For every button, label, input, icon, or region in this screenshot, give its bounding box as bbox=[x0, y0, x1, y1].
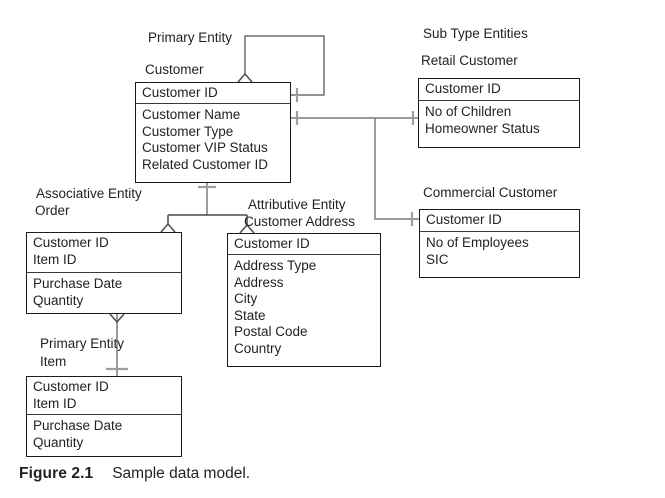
entity-attribute: No of Employees bbox=[426, 235, 529, 250]
entity-attribute: Country bbox=[234, 340, 282, 356]
label-primary-entity-item: Primary Entity bbox=[40, 336, 125, 351]
entity-attribute: City bbox=[234, 291, 258, 307]
entity-key-attribute: Customer ID bbox=[234, 236, 310, 251]
label-customer: Customer bbox=[145, 62, 204, 77]
entity-attribute: Quantity bbox=[33, 292, 84, 308]
label-item: Item bbox=[40, 354, 67, 369]
entity-attribute: Address bbox=[234, 274, 284, 290]
entity-attribute: SIC bbox=[426, 251, 449, 267]
entity-attribute: Related Customer ID bbox=[142, 156, 269, 172]
label-retail-customer: Retail Customer bbox=[421, 53, 518, 68]
subtype-chevron-icon bbox=[160, 222, 176, 233]
entity-attribute: Postal Code bbox=[234, 324, 308, 340]
entity-attribute: Customer Type bbox=[142, 123, 234, 139]
entity-key-attribute: Customer ID bbox=[33, 379, 109, 394]
entity-attribute: Purchase Date bbox=[33, 418, 123, 433]
down-chevron-icon bbox=[109, 313, 125, 324]
entity-key-attribute: Customer ID bbox=[33, 235, 109, 250]
entity-customer-address: Customer ID Address Type Address City St… bbox=[227, 233, 381, 367]
subtype-chevron-icon bbox=[237, 72, 253, 83]
entity-retail-customer: Customer ID No of Children Homeowner Sta… bbox=[418, 78, 580, 148]
label-customer-address: Customer Address bbox=[244, 214, 356, 229]
entity-key-attribute: Customer ID bbox=[426, 212, 502, 227]
entity-attribute: No of Children bbox=[425, 104, 512, 119]
entity-commercial-customer: Customer ID No of Employees SIC bbox=[419, 209, 580, 278]
entity-customer: Customer ID Customer Name Customer Type … bbox=[135, 82, 291, 183]
entity-key-attribute: Customer ID bbox=[425, 81, 501, 96]
label-associative-entity: Associative Entity bbox=[36, 186, 142, 201]
entity-key-attribute: Item ID bbox=[33, 251, 77, 267]
subtype-branch-line bbox=[374, 118, 419, 220]
entity-attribute: Address Type bbox=[234, 258, 317, 273]
label-order: Order bbox=[35, 203, 70, 218]
entity-attribute: Customer VIP Status bbox=[142, 140, 268, 156]
figure-caption-text: Sample data model. bbox=[112, 465, 251, 482]
entity-order: Customer ID Item ID Purchase Date Quanti… bbox=[26, 232, 182, 314]
figure-number: Figure 2.1 bbox=[19, 465, 94, 482]
label-sub-type-entities: Sub Type Entities bbox=[423, 26, 528, 41]
entity-attribute: Homeowner Status bbox=[425, 120, 540, 136]
entity-attribute: Quantity bbox=[33, 434, 84, 450]
entity-key-attribute: Customer ID bbox=[142, 85, 218, 100]
entity-item: Customer ID Item ID Purchase Date Quanti… bbox=[26, 376, 182, 457]
label-primary-entity-customer: Primary Entity bbox=[148, 30, 233, 45]
figure-caption: Figure 2.1 Sample data model. bbox=[19, 465, 250, 483]
label-attributive-entity: Attributive Entity bbox=[248, 197, 346, 212]
entity-attribute: Purchase Date bbox=[33, 276, 123, 291]
entity-attribute: State bbox=[234, 307, 266, 323]
entity-key-attribute: Item ID bbox=[33, 395, 77, 411]
entity-attribute: Customer Name bbox=[142, 107, 241, 122]
label-commercial-customer: Commercial Customer bbox=[423, 185, 558, 200]
